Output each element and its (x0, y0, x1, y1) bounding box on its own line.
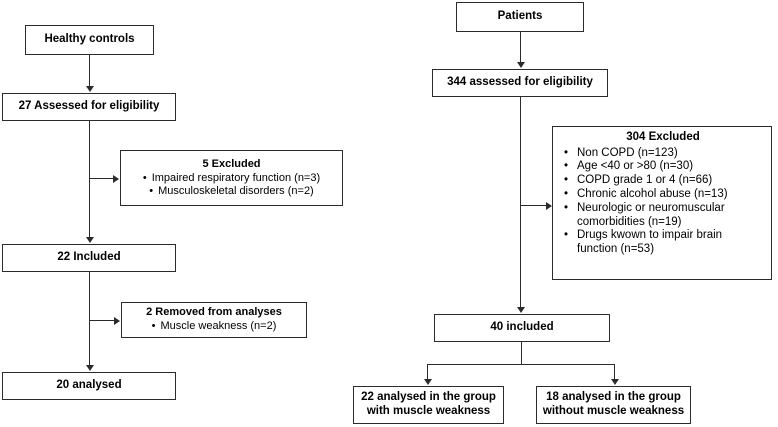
box-patients-label: Patients (497, 10, 543, 23)
connector-pt-included-stem (521, 342, 523, 365)
list-item-label: Non COPD (n=123) (577, 146, 678, 159)
list-item: • Age <40 or >80 (n=30) (563, 160, 763, 174)
box-patients: Patients (456, 2, 584, 32)
bullet-icon: • (564, 160, 569, 173)
list-item: • Musculoskeletal disorders (n=2) (127, 185, 336, 198)
connector-hc-to-excluded (89, 178, 113, 180)
box-hc-excluded-title: 5 Excluded (202, 157, 261, 170)
box-pt-included-label: 40 included (490, 321, 554, 334)
connector-pt-assessed-to-included (520, 97, 522, 308)
connector-hc-included-to-analysed (89, 272, 91, 366)
arrowhead-pt-to-excluded (546, 201, 552, 210)
box-hc-removed-from-analyses: 2 Removed from analyses • Muscle weakness… (121, 302, 307, 338)
list-item-label-cont: comorbidities (n=19) (577, 215, 682, 228)
list-item-label: Age <40 or >80 (n=30) (577, 160, 694, 173)
box-pt-excluded-title: 304 Excluded (626, 131, 700, 143)
list-item: • Chronic alcohol abuse (n=13) (563, 188, 763, 202)
arrowhead-hc-to-removed (114, 316, 120, 325)
box-hc-assessed-for-eligibility: 27 Assessed for eligibility (2, 93, 176, 121)
connector-patients-to-assessed (520, 32, 522, 63)
box-pt-excluded: 304 Excluded • Non COPD (n=123) • Age <4… (552, 126, 772, 280)
connector-hc-to-removed (89, 320, 114, 322)
box-pt-analysed-without-muscle-weakness: 18 analysed in the group without muscle … (536, 386, 691, 424)
bullet-icon: • (564, 201, 569, 214)
box-healthy-controls-label: Healthy controls (44, 33, 135, 46)
list-item: • Drugs kwown to impair brain function (… (563, 229, 763, 257)
bullet-icon: • (564, 146, 569, 159)
box-hc-removed-title: 2 Removed from analyses (146, 306, 282, 319)
hc-removed-list: • Muscle weakness (n=2) (130, 320, 298, 333)
box-pt-assessed-label: 344 assessed for eligibility (447, 76, 593, 89)
bullet-icon: • (564, 229, 569, 242)
list-item: • Impaired respiratory function (n=3) (127, 172, 336, 185)
connector-pt-split-left (427, 364, 429, 380)
box-hc-analysed-label: 20 analysed (56, 379, 122, 392)
hc-excluded-list: •Impaired respiratory function (n=3) •Mu… (127, 172, 336, 198)
box-pt-analysed-with-label: 22 analysed in the group with muscle wea… (361, 391, 496, 417)
list-item-label-cont: function (n=53) (577, 243, 655, 256)
box-pt-included: 40 included (434, 314, 610, 342)
arrowhead-hc-to-assessed (85, 86, 94, 92)
list-item-label: Drugs kwown to impair brain (577, 229, 723, 242)
bullet-icon: • (151, 320, 156, 333)
connector-hc-to-assessed (89, 55, 91, 87)
arrowhead-hc-to-excluded (113, 174, 119, 183)
bullet-icon: • (564, 174, 569, 187)
list-item-label: Muscle weakness (n=2) (160, 320, 277, 333)
arrowhead-pt-analysed-with (423, 379, 432, 385)
bullet-icon: • (149, 184, 154, 197)
arrowhead-pt-analysed-without (610, 379, 619, 385)
arrowhead-pt-assessed-to-included (516, 307, 525, 313)
connector-hc-assessed-to-included (89, 121, 91, 238)
list-item-label: Impaired respiratory function (n=3) (151, 171, 321, 184)
arrowhead-hc-included-to-analysed (85, 365, 94, 371)
connector-pt-split-horizontal (427, 364, 615, 366)
arrowhead-hc-assessed-to-included (85, 237, 94, 243)
box-pt-assessed-for-eligibility: 344 assessed for eligibility (432, 69, 608, 97)
list-item-label: Chronic alcohol abuse (n=13) (577, 187, 728, 200)
box-hc-analysed: 20 analysed (2, 372, 176, 400)
connector-pt-split-right (614, 364, 616, 380)
list-item: • Muscle weakness (n=2) (130, 320, 298, 333)
box-healthy-controls: Healthy controls (25, 25, 154, 55)
list-item-label: Neurologic or neuromuscular (577, 201, 725, 214)
box-hc-included: 22 Included (2, 244, 176, 272)
bullet-icon: • (142, 171, 147, 184)
box-pt-analysed-with-muscle-weakness: 22 analysed in the group with muscle wea… (353, 386, 504, 424)
arrowhead-patients-to-assessed (516, 62, 525, 68)
list-item-label: COPD grade 1 or 4 (n=66) (577, 174, 713, 187)
box-hc-included-label: 22 Included (57, 251, 121, 264)
bullet-icon: • (564, 187, 569, 200)
box-hc-excluded: 5 Excluded •Impaired respiratory functio… (120, 150, 343, 206)
box-hc-assessed-label: 27 Assessed for eligibility (18, 100, 160, 113)
list-item: • Neurologic or neuromuscular comorbidit… (563, 202, 763, 230)
connector-pt-to-excluded (520, 205, 546, 207)
pt-excluded-list: • Non COPD (n=123) • Age <40 or >80 (n=3… (563, 147, 763, 257)
box-pt-analysed-without-label: 18 analysed in the group without muscle … (542, 391, 685, 417)
list-item: • Non COPD (n=123) (563, 147, 763, 161)
list-item-label: Musculoskeletal disorders (n=2) (158, 184, 314, 197)
list-item: • COPD grade 1 or 4 (n=66) (563, 174, 763, 188)
